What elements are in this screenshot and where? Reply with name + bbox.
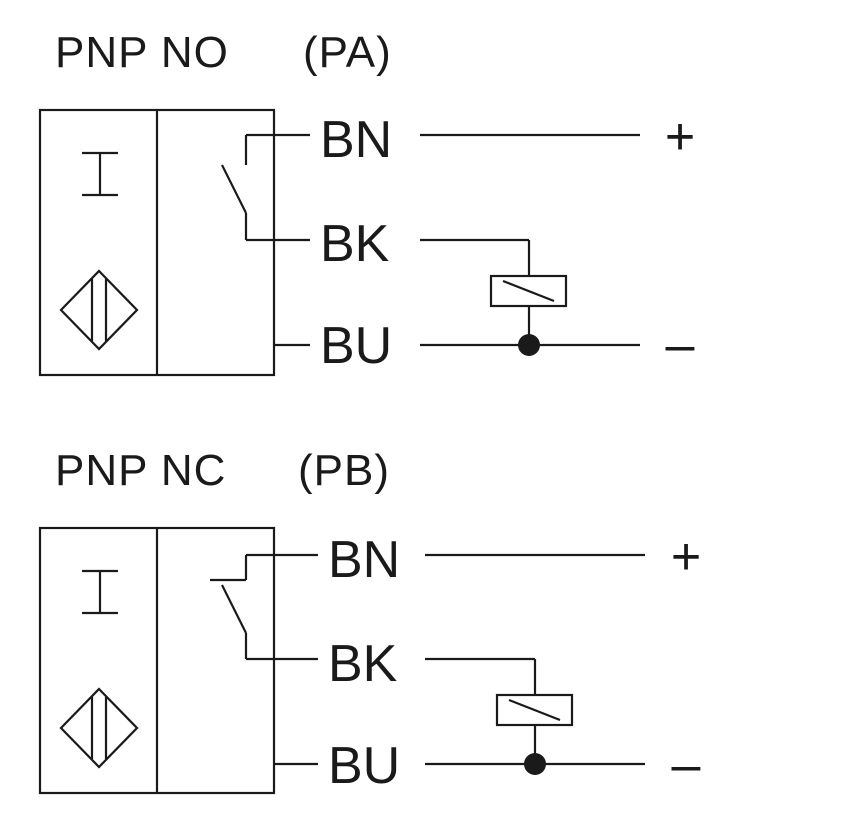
load-relay-icon: [495, 693, 574, 727]
supply-negative: –: [672, 736, 701, 794]
diagram-code: (PB): [298, 446, 390, 495]
load-relay-icon: [489, 274, 568, 308]
sensing-face-icon: [82, 151, 118, 197]
wire-label-bn: BN: [328, 531, 400, 589]
wire-label-bu: BU: [328, 737, 400, 795]
switch-no-contact-icon: [221, 133, 310, 242]
wire-label-bk: BK: [320, 215, 390, 273]
switch-nc-contact-icon: [210, 553, 318, 661]
diagram-title: PNP NO: [55, 28, 229, 77]
wire-label-bn: BN: [320, 111, 392, 169]
supply-negative: –: [666, 316, 695, 374]
junction-dot: [524, 753, 546, 775]
wire-label-bk: BK: [328, 635, 398, 693]
wire-bk: [420, 238, 531, 276]
proximity-sensor-icon: [59, 269, 139, 351]
sensing-face-icon: [82, 569, 118, 615]
proximity-sensor-icon: [59, 687, 139, 769]
diagram-pnp-no: PNP NO (PA) BN BK BU: [38, 28, 695, 377]
wire-label-bu: BU: [320, 317, 392, 375]
diagram-code: (PA): [303, 28, 392, 77]
supply-positive: +: [671, 528, 701, 586]
diagram-title: PNP NC: [55, 446, 226, 495]
wire-bk: [425, 657, 537, 695]
diagram-pnp-nc: PNP NC (PB) BN BK B: [38, 446, 701, 795]
supply-positive: +: [665, 108, 695, 166]
junction-dot: [518, 334, 540, 356]
